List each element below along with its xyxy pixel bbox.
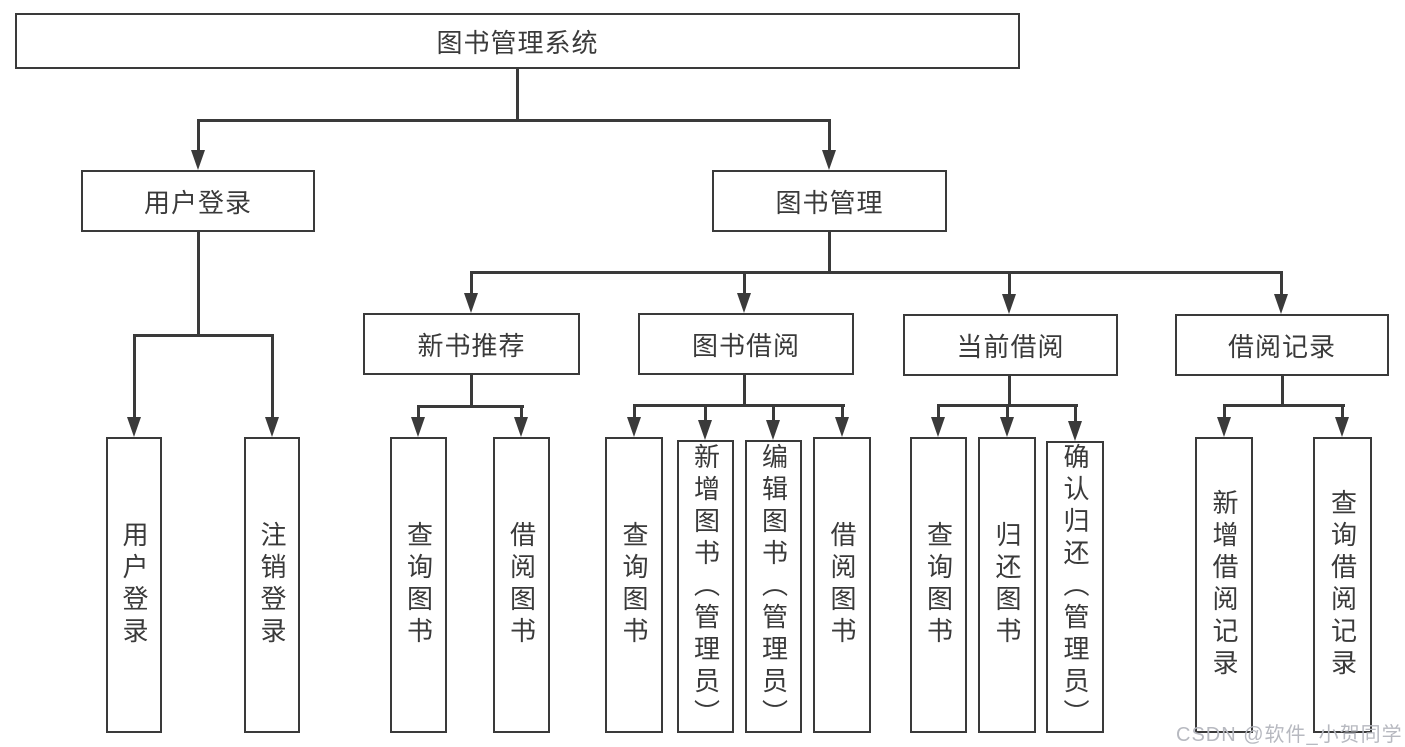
node-leaf-borrow-book-1: 借阅图书 — [493, 437, 550, 733]
connector-arrowhead — [1335, 417, 1349, 437]
connector-line — [470, 271, 473, 300]
connector-line — [197, 119, 200, 157]
node-label: 注销登录 — [257, 521, 287, 649]
node-label: 当前借阅 — [956, 331, 1065, 362]
node-leaf-add-book: 新增图书（管理员） — [677, 440, 734, 733]
connector-line — [470, 375, 473, 408]
connector-line — [417, 405, 524, 408]
node-leaf-borrow-book-2: 借阅图书 — [813, 437, 871, 733]
connector-line — [841, 404, 844, 424]
connector-arrowhead — [766, 420, 780, 440]
connector-line — [743, 271, 746, 300]
connector-arrowhead — [265, 417, 279, 437]
node-label: 确认归还（管理员） — [1060, 443, 1090, 731]
connector-line — [1341, 404, 1344, 424]
node-book-borrow: 图书借阅 — [638, 313, 854, 375]
connector-line — [633, 404, 636, 424]
connector-arrowhead — [127, 417, 141, 437]
connector-arrowhead — [698, 420, 712, 440]
connector-arrowhead — [1274, 294, 1288, 314]
connector-line — [133, 334, 136, 424]
node-book-mgmt: 图书管理 — [712, 170, 947, 232]
connector-line — [1008, 376, 1011, 407]
connector-arrowhead — [835, 417, 849, 437]
node-label: 借阅图书 — [827, 521, 857, 649]
connector-arrowhead — [1002, 294, 1016, 314]
connector-line — [704, 404, 707, 427]
connector-line — [1281, 376, 1284, 407]
node-label: 新增图书（管理员） — [690, 442, 721, 731]
connector-line — [1074, 404, 1077, 428]
node-label: 借阅记录 — [1227, 331, 1336, 362]
connector-arrowhead — [931, 417, 945, 437]
connector-arrowhead — [464, 293, 478, 313]
node-leaf-query-book-2: 查询图书 — [605, 437, 663, 733]
connector-arrowhead — [1068, 421, 1082, 441]
connector-line — [1223, 404, 1345, 407]
connector-line — [772, 404, 775, 427]
node-user-login: 用户登录 — [81, 170, 315, 232]
connector-line — [1280, 271, 1283, 301]
connector-arrowhead — [822, 150, 836, 170]
connector-line — [470, 271, 1283, 274]
connector-line — [743, 375, 746, 407]
connector-line — [133, 334, 274, 337]
node-label: 编辑图书（管理员） — [758, 442, 789, 731]
node-label: 用户登录 — [119, 521, 149, 649]
node-leaf-add-record: 新增借阅记录 — [1195, 437, 1253, 733]
node-label: 归还图书 — [992, 521, 1022, 649]
connector-line — [937, 404, 940, 424]
connector-arrowhead — [514, 417, 528, 437]
node-label: 用户登录 — [143, 187, 252, 218]
connector-line — [828, 119, 831, 157]
connector-line — [633, 404, 845, 407]
connector-arrowhead — [737, 293, 751, 313]
node-label: 查询借阅记录 — [1327, 489, 1358, 681]
connector-line — [1223, 404, 1226, 424]
node-label: 查询图书 — [923, 521, 954, 649]
connector-line — [417, 405, 420, 424]
node-label: 借阅图书 — [506, 521, 537, 649]
node-new-book-rec: 新书推荐 — [363, 313, 580, 375]
node-root: 图书管理系统 — [15, 13, 1020, 69]
csdn-watermark: CSDN @软件_小贺同学 — [1176, 724, 1403, 746]
node-leaf-query-book-1: 查询图书 — [390, 437, 447, 733]
node-label: 新书推荐 — [417, 330, 526, 361]
connector-line — [516, 69, 519, 122]
connector-line — [1008, 271, 1011, 301]
connector-line — [197, 119, 831, 122]
connector-line — [520, 405, 523, 424]
node-leaf-return-book: 归还图书 — [978, 437, 1036, 733]
connector-arrowhead — [1000, 417, 1014, 437]
node-leaf-confirm-return: 确认归还（管理员） — [1046, 441, 1104, 733]
connector-arrowhead — [627, 417, 641, 437]
node-current-borrow: 当前借阅 — [903, 314, 1118, 376]
connector-line — [197, 232, 200, 337]
node-leaf-edit-book: 编辑图书（管理员） — [745, 440, 802, 733]
node-label: 新增借阅记录 — [1209, 489, 1239, 681]
connector-line — [1006, 404, 1009, 424]
connector-line — [828, 232, 831, 274]
connector-arrowhead — [411, 417, 425, 437]
node-label: 查询图书 — [619, 521, 649, 649]
node-leaf-user-login: 用户登录 — [106, 437, 162, 733]
node-label: 查询图书 — [403, 521, 434, 649]
node-label: 图书借阅 — [691, 330, 800, 361]
node-label: 图书管理 — [775, 187, 884, 218]
connector-arrowhead — [191, 150, 205, 170]
node-label: 图书管理系统 — [436, 27, 599, 58]
node-leaf-logout: 注销登录 — [244, 437, 300, 733]
connector-arrowhead — [1217, 417, 1231, 437]
node-leaf-query-record: 查询借阅记录 — [1313, 437, 1372, 733]
node-leaf-query-book-3: 查询图书 — [910, 437, 967, 733]
connector-line — [271, 334, 274, 424]
node-borrow-record: 借阅记录 — [1175, 314, 1389, 376]
